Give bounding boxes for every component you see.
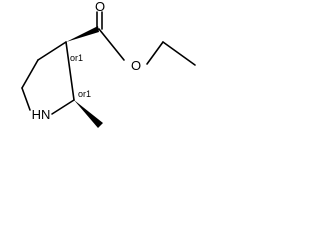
wedge-bond-c3-carbonyl xyxy=(66,26,99,42)
bond-ch2-ch3 xyxy=(162,41,196,66)
bond-c4-c5 xyxy=(21,59,39,89)
stereo-label-c2: or1 xyxy=(78,89,91,99)
stereo-label-c3: or1 xyxy=(70,53,83,63)
wedge-bond-c2-methyl xyxy=(74,100,103,128)
molecule-drawing: O O HN or1 or1 xyxy=(21,0,196,128)
bond-n-c2 xyxy=(51,99,75,115)
atom-oxygen-ester: O xyxy=(131,58,141,73)
structure-canvas: O O HN or1 or1 xyxy=(0,0,210,142)
bond-o-ester-ch2 xyxy=(146,41,164,65)
bond-c2-c3 xyxy=(65,41,75,101)
bond-c5-n xyxy=(21,87,31,111)
bond-c4-c3 xyxy=(37,41,67,61)
atom-nitrogen: HN xyxy=(32,107,51,122)
bond-carbonyl-o-ester xyxy=(98,28,125,61)
atom-oxygen-carbonyl: O xyxy=(95,0,105,14)
